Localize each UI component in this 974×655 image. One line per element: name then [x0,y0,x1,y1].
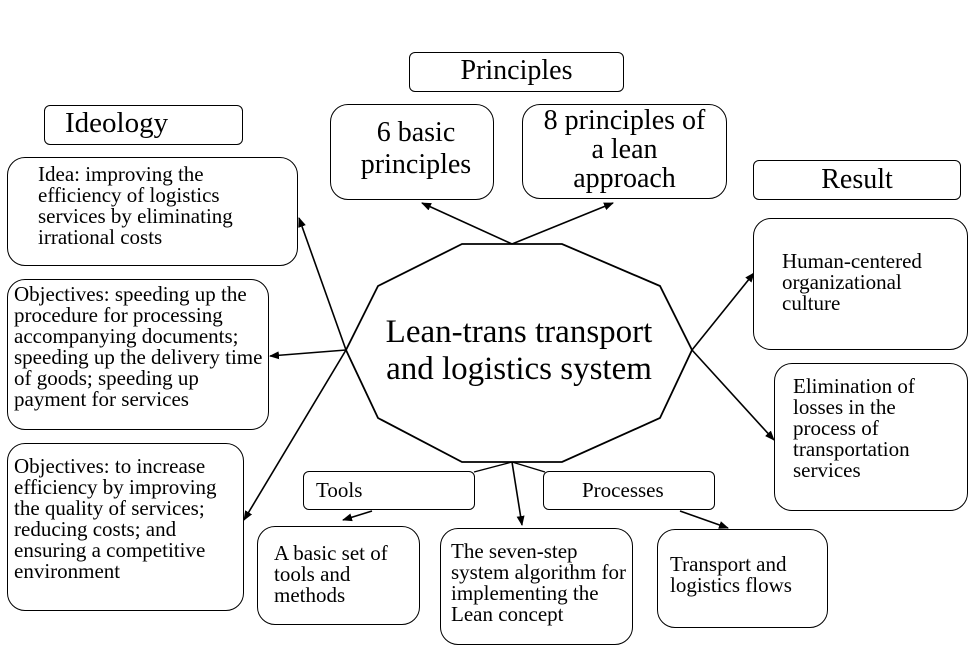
idea-box: Idea: improving the efficiency of logist… [7,157,298,266]
culture-text: Human-centered organizational culture [782,249,922,315]
arrow-to-8-principles [511,202,614,245]
objectives-2-box: Objectives: to increase efficiency by im… [7,443,244,611]
ideology-header: Ideology [44,105,243,145]
culture-box: Human-centered organizational culture [753,218,968,350]
arrow-to-objectives-1 [269,349,347,360]
lean-principles-box: 8 principles of a lean approach [522,104,727,199]
elimination-text: Elimination of losses in the process of … [793,374,915,482]
basic-principles-text: 6 basic principles [360,117,472,181]
flows-box: Transport and logistics flows [657,529,828,628]
lean-principles-text: 8 principles of a lean approach [543,105,706,194]
arrow-tools-to-basic-set [342,510,373,522]
arrow-to-elimination [691,349,775,441]
tools-header-label: Tools [316,478,363,502]
arrow-to-objectives-2 [243,349,347,521]
center-label-line-2: and logistics system [386,350,652,387]
ideology-header-label: Ideology [65,107,169,139]
basic-principles-box: 6 basic principles [330,104,494,200]
arrow-to-idea [298,217,347,351]
idea-text: Idea: improving the efficiency of logist… [38,162,233,249]
center-label: Lean-trans transport and logistics syste… [352,314,686,388]
processes-header: Processes [543,471,715,510]
seven-step-text: The seven-step system algorithm for impl… [451,539,626,626]
basic-set-box: A basic set of tools and methods [257,526,420,625]
principles-header-label: Principles [460,55,573,86]
seven-step-box: The seven-step system algorithm for impl… [440,528,633,645]
processes-header-label: Processes [582,478,664,502]
principles-header: Principles [409,52,624,92]
result-header: Result [753,160,961,200]
arrow-processes-to-flows [679,510,729,529]
objectives-2-text: Objectives: to increase efficiency by im… [14,454,217,583]
arrow-to-culture [691,272,755,351]
arrow-center-to-processes [511,461,546,473]
arrow-to-6-basic-principles [421,202,513,245]
flows-text: Transport and logistics flows [670,552,792,597]
center-label-line-1: Lean-trans transport [385,314,653,350]
objectives-1-text: Objectives: speeding up the procedure fo… [14,282,263,411]
center-octagon [344,243,694,463]
elimination-box: Elimination of losses in the process of … [774,363,968,511]
result-header-label: Result [821,164,893,195]
basic-set-text: A basic set of tools and methods [274,541,388,607]
tools-header: Tools [303,471,475,510]
objectives-1-box: Objectives: speeding up the procedure fo… [7,279,269,430]
arrow-center-to-seven-step [511,461,525,526]
arrow-center-to-tools [473,461,513,473]
